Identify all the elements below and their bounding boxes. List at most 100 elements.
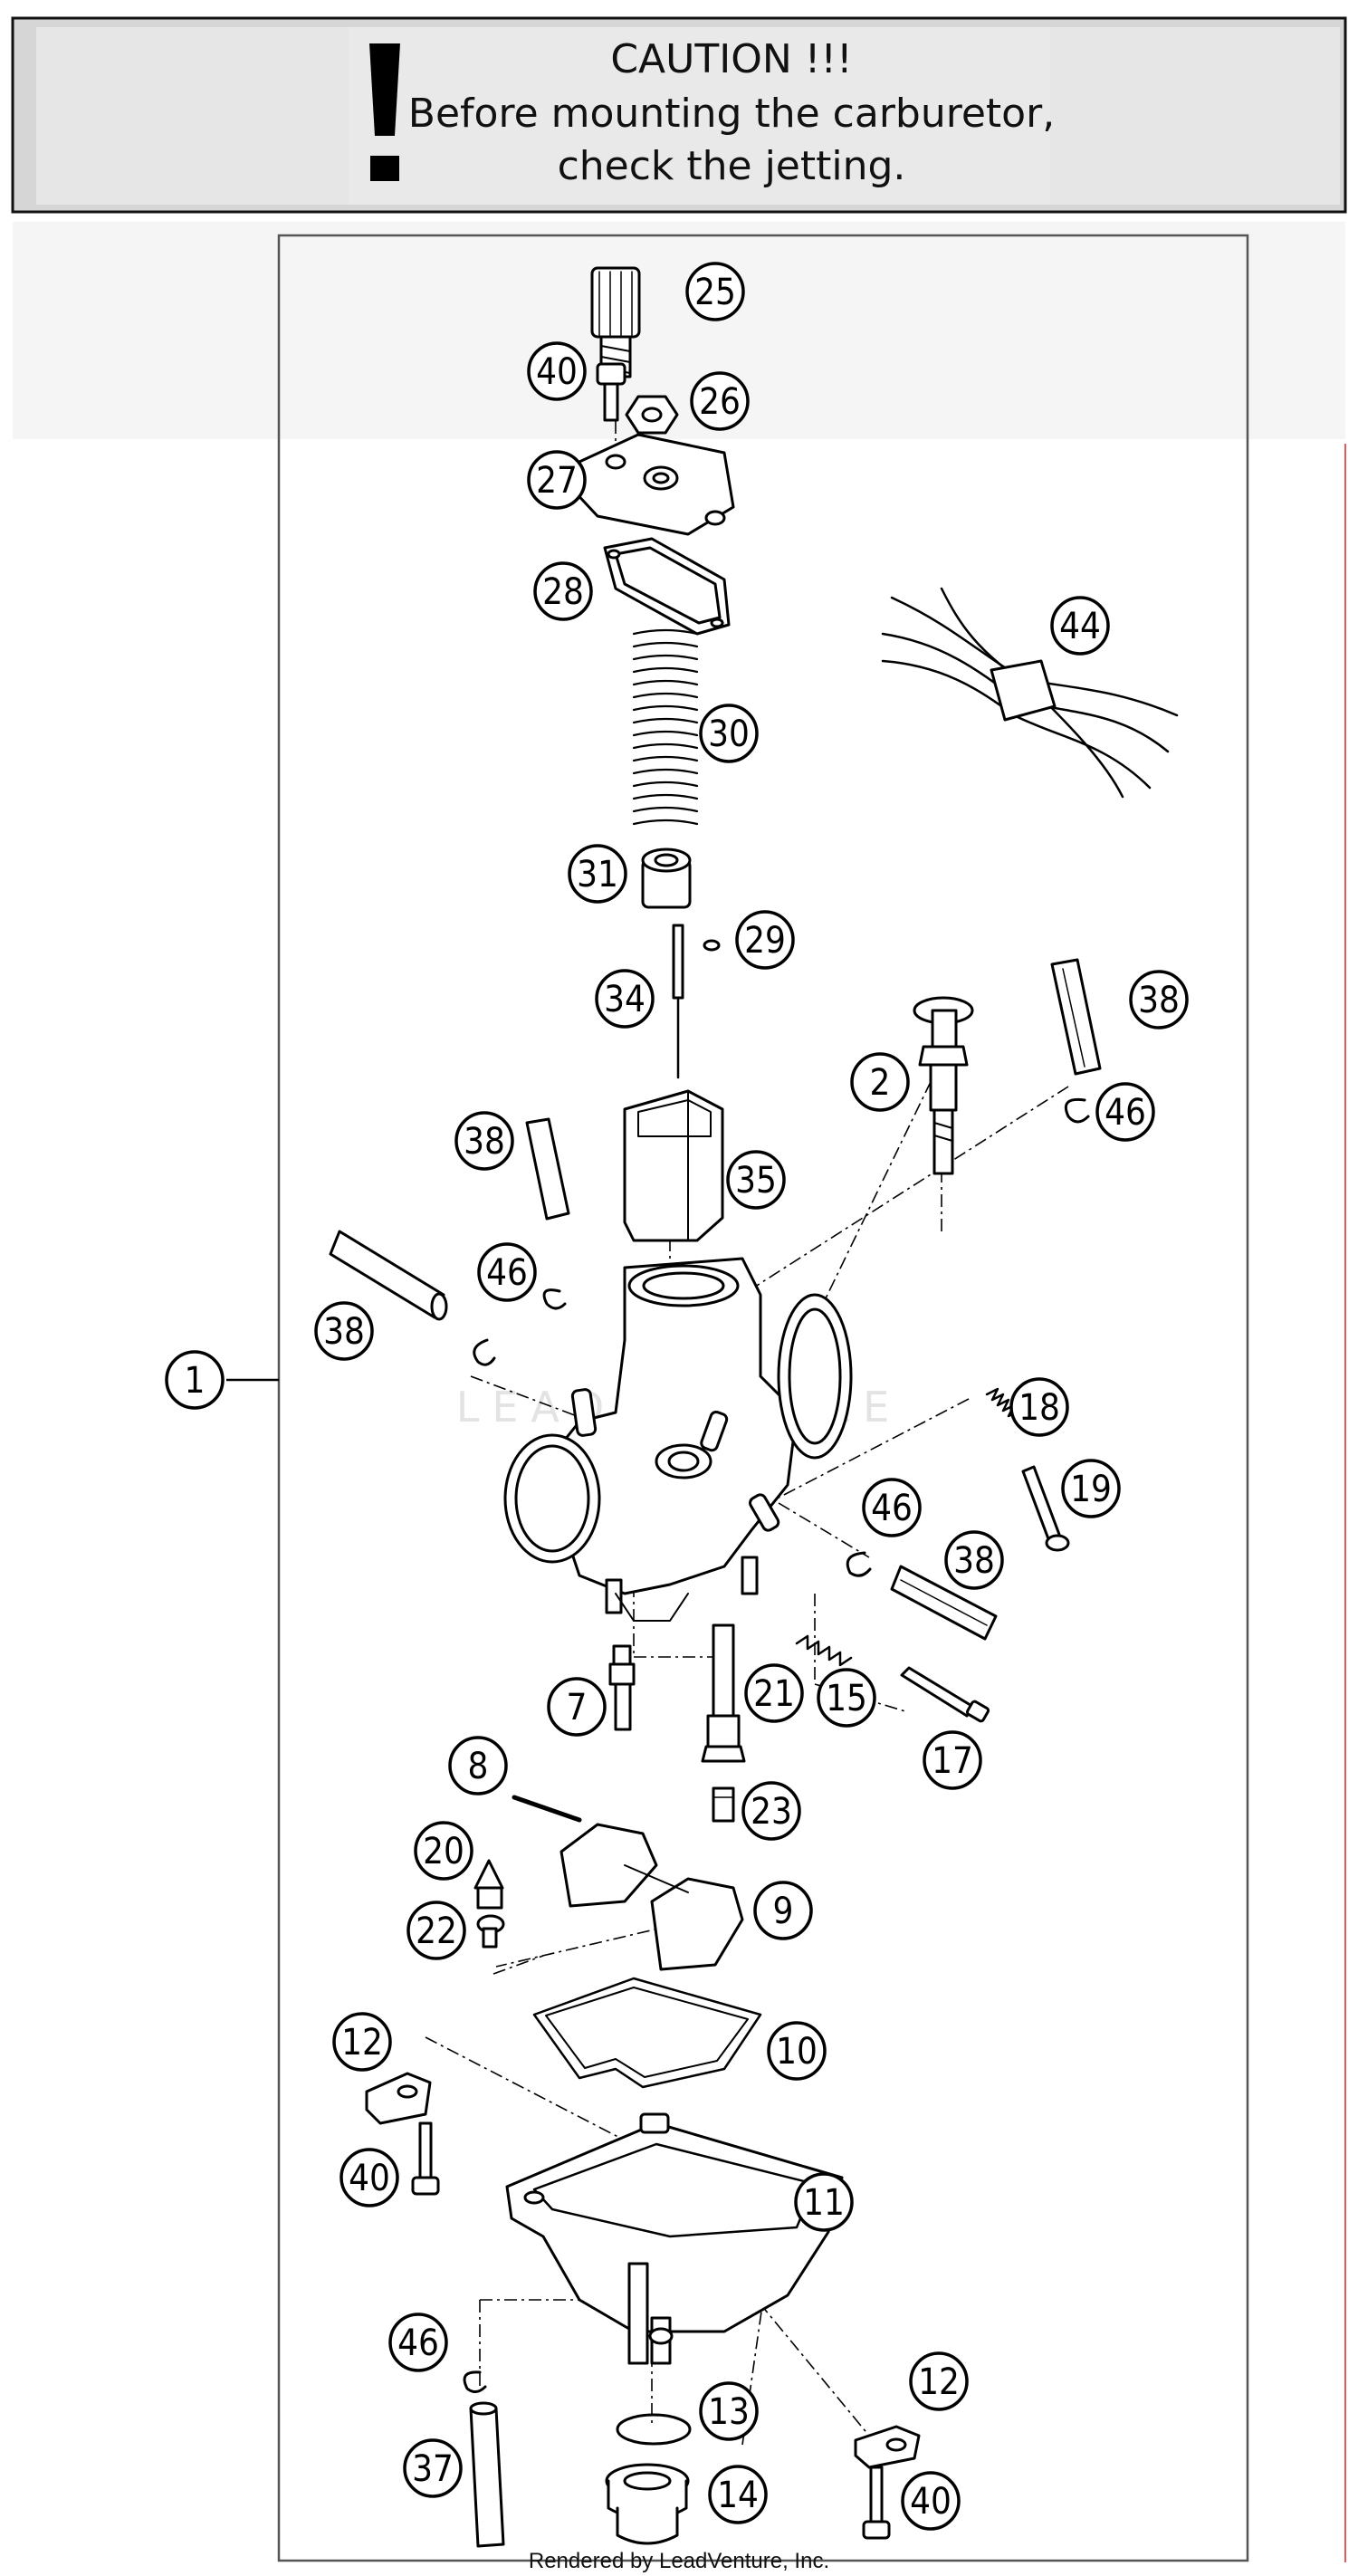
banner-center-panel	[349, 27, 1050, 205]
part-choke-plunger	[913, 996, 974, 1175]
part-idle-screw	[1021, 1465, 1070, 1552]
callout-circle	[794, 2172, 854, 2232]
exclamation-icon	[369, 43, 400, 181]
callout-c22: 22	[406, 1901, 466, 1960]
callout-c11: 11	[794, 2172, 854, 2232]
callout-c40a: 40	[527, 341, 587, 401]
part-drain-hose	[469, 2401, 505, 2548]
callout-number: 40	[349, 2158, 390, 2199]
callout-number: 19	[1070, 1469, 1112, 1510]
callout-number: 25	[694, 272, 736, 313]
callout-circle	[527, 341, 587, 401]
part-screw-right	[862, 2466, 891, 2540]
part-screw-top	[596, 362, 626, 422]
callout-circle	[909, 2351, 969, 2411]
callout-number: 26	[699, 381, 741, 423]
callout-number: 31	[577, 854, 618, 895]
callout-circle	[406, 1901, 466, 1960]
part-jet-holder	[701, 1623, 746, 1763]
callout-labels: 1278910111212131415171819202122232526272…	[165, 262, 1189, 2531]
callout-number: 14	[717, 2475, 759, 2516]
callout-c17: 17	[923, 1730, 982, 1790]
callout-c35: 35	[726, 1150, 786, 1210]
background-band	[13, 222, 1345, 439]
banner-shade-right	[1050, 27, 1340, 205]
callout-circle	[685, 262, 745, 321]
part-jet-needle	[672, 924, 684, 1079]
callout-circle	[568, 844, 627, 904]
part-hose-clip-2	[542, 1288, 567, 1310]
callout-c38d: 38	[944, 1530, 1004, 1590]
callout-number: 10	[776, 2031, 818, 2073]
callout-number: 38	[323, 1311, 365, 1353]
callout-number: 20	[423, 1831, 464, 1872]
callout-number: 34	[604, 979, 646, 1020]
callout-c34: 34	[595, 969, 655, 1029]
callout-c26: 26	[690, 371, 750, 431]
callout-number: 40	[536, 351, 578, 393]
part-vent-hose-4	[890, 1565, 998, 1641]
callout-number: 38	[464, 1121, 505, 1163]
part-float-pin	[512, 1795, 582, 1823]
callout-c1: 1	[165, 1350, 225, 1410]
banner-line-3: check the jetting.	[558, 143, 906, 189]
callout-circle	[388, 2313, 448, 2372]
callout-c25: 25	[685, 262, 745, 321]
callout-c21: 21	[744, 1663, 804, 1723]
callout-number: 17	[932, 1740, 973, 1782]
callout-circle	[448, 1736, 508, 1796]
callout-c46d: 46	[388, 2313, 448, 2372]
callout-circle	[454, 1111, 514, 1171]
callout-c8: 8	[448, 1736, 508, 1796]
callout-circle	[533, 561, 593, 621]
callout-c38a: 38	[1129, 970, 1189, 1029]
part-float	[559, 1823, 744, 1971]
callout-c46a: 46	[1095, 1082, 1155, 1142]
callout-c2: 2	[850, 1052, 910, 1112]
callout-c31: 31	[568, 844, 627, 904]
callout-circle	[340, 2148, 399, 2207]
part-float-valve	[473, 1859, 504, 1910]
callout-circle	[817, 1668, 876, 1728]
parts-art	[329, 266, 1179, 2548]
callout-number: 38	[1138, 980, 1180, 1021]
callout-number: 12	[918, 2361, 960, 2403]
callout-c46b: 46	[477, 1242, 537, 1302]
callout-c46c: 46	[862, 1478, 922, 1537]
part-hose-clip-1	[1064, 1097, 1090, 1124]
callout-circle	[741, 1781, 801, 1841]
callout-circle	[1009, 1377, 1069, 1437]
callout-number: 29	[744, 920, 786, 962]
part-nut	[625, 395, 679, 435]
callout-circle	[165, 1350, 225, 1410]
callout-circle	[753, 1881, 813, 1940]
callout-c19: 19	[1061, 1459, 1121, 1518]
callout-circle	[1095, 1082, 1155, 1142]
callout-circle	[923, 1730, 982, 1790]
callout-c23: 23	[741, 1781, 801, 1841]
callout-number: 1	[185, 1360, 206, 1402]
callout-c20: 20	[414, 1821, 473, 1881]
callout-c10: 10	[767, 2021, 827, 2081]
part-float-bowl	[505, 2112, 844, 2365]
callout-circle	[595, 969, 655, 1029]
callout-circle	[699, 704, 759, 763]
callout-number: 28	[542, 571, 584, 613]
callout-c7: 7	[547, 1677, 607, 1737]
callout-circle	[527, 450, 587, 510]
callout-circle	[708, 2465, 768, 2524]
part-hose-clip-5	[463, 2370, 487, 2393]
callout-number: 30	[708, 713, 750, 755]
callout-c12a: 12	[332, 2012, 392, 2072]
caution-banner: CAUTION !!! Before mounting the carburet…	[11, 16, 1347, 214]
callout-number: 9	[773, 1891, 794, 1932]
callout-number: 2	[870, 1062, 891, 1104]
callout-number: 12	[341, 2022, 383, 2064]
callout-circle	[547, 1677, 607, 1737]
banner-line-1: CAUTION !!!	[610, 36, 852, 82]
part-vent-hose-3	[329, 1230, 448, 1321]
callout-circle	[901, 2471, 961, 2531]
callout-circle	[767, 2021, 827, 2081]
footer-credit: Rendered by LeadVenture, Inc.	[529, 2549, 829, 2573]
